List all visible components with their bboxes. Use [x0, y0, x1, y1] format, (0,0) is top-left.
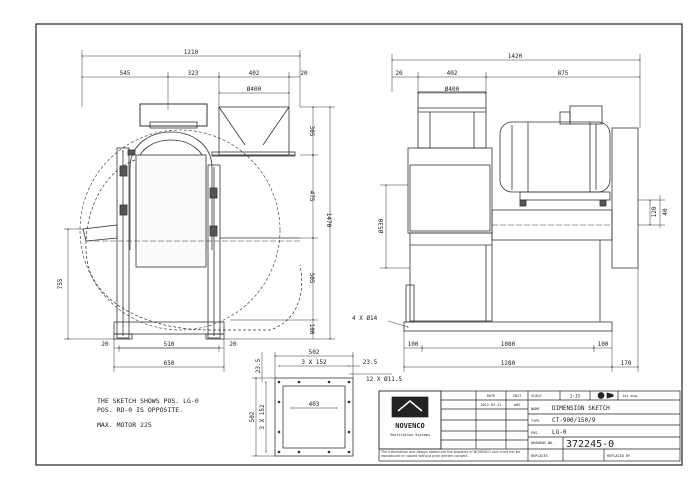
- note-sketch-position: THE SKETCH SHOWS POS. LG-0: [97, 397, 199, 405]
- rev-cell-init-value: AHS: [514, 403, 520, 407]
- company-subtitle: Ventilation Systems: [390, 433, 430, 437]
- dim-front-bottom-100-left: 100: [408, 341, 419, 348]
- projection-symbol-label: 1st ang.: [622, 394, 639, 398]
- name-label: NAME: [531, 407, 539, 411]
- dim-front-right-40: 40: [662, 208, 669, 216]
- dim-front-170: 170: [621, 360, 632, 367]
- fan-position: LG-0: [552, 429, 567, 436]
- dim-right-475: 475: [308, 191, 315, 202]
- dim-flange-edge: 23.5: [363, 359, 378, 366]
- sheet-border: [35, 23, 683, 466]
- note-opposite-position: POS. RD-0 IS OPPOSITE.: [97, 406, 183, 414]
- position-label: POS.: [531, 431, 539, 435]
- rev-cell-date: DATE: [487, 394, 495, 398]
- dim-base-width: 650: [164, 360, 175, 367]
- title-block-text: NOVENCO Ventilation Systems DATE INIT 20…: [390, 394, 639, 459]
- dim-side-20: 20: [300, 70, 308, 77]
- dim-flange-edge-left: 23.5: [255, 358, 262, 373]
- dim-outlet-diameter: Ø400: [247, 86, 262, 93]
- title-block: [378, 390, 681, 462]
- dim-flange-height: 502: [249, 411, 256, 422]
- dim-overall-length: 1420: [508, 53, 523, 60]
- dim-front-bottom-1080: 1080: [501, 341, 516, 348]
- flange-detail: [252, 352, 392, 457]
- disclaimer-text: The information and design stated are th…: [381, 450, 520, 459]
- dim-flange-hole-pitch-v: 3 X 152: [259, 404, 266, 430]
- fan-type: CT-900/150/9: [552, 417, 596, 424]
- dim-side-545: 545: [120, 70, 131, 77]
- dim-right-305: 305: [308, 126, 315, 137]
- dim-front-bottom-100-right: 100: [598, 341, 609, 348]
- dim-right-505: 505: [308, 273, 315, 284]
- dim-side-323: 323: [188, 70, 199, 77]
- holes-callout: 4 X Ø14: [352, 315, 378, 322]
- dim-front-base-length: 1280: [501, 360, 516, 367]
- drawing-name: DIMENSION SKETCH: [552, 405, 610, 412]
- dim-overall-height: 1470: [325, 213, 332, 228]
- rev-cell-date-value: 2012-03-22: [480, 403, 501, 407]
- drawing-number: 372245-0: [566, 439, 614, 450]
- dim-front-875: 875: [558, 70, 569, 77]
- side-view: [64, 50, 335, 372]
- company-logo-text: NOVENCO: [395, 422, 425, 430]
- flange-holes-callout: 12 X Ø11.5: [366, 376, 403, 383]
- dim-bottom-510: 510: [164, 341, 175, 348]
- dim-overall-width: 1210: [184, 49, 199, 56]
- rev-cell-init: INIT: [513, 394, 522, 398]
- front-view-dimensions: 1420 20 402 875 Ø400 Ø530 120 40 4 X Ø14…: [352, 53, 669, 367]
- dim-flange-hole-pitch-h: 3 X 152: [301, 359, 327, 366]
- drawing-no-label: DRAWING NO.: [531, 441, 554, 445]
- dim-front-outlet-diameter: Ø400: [445, 86, 460, 93]
- dim-bottom-20-left: 20: [101, 341, 109, 348]
- dim-front-20: 20: [395, 70, 403, 77]
- dim-front-402: 402: [447, 70, 458, 77]
- dim-inlet-diameter: Ø530: [378, 218, 385, 233]
- scale-label: SCALE: [531, 394, 542, 398]
- side-view-dimensions: 1210 545 323 402 20 Ø400 305 475 1470 50…: [57, 49, 332, 367]
- dim-inlet-height: 755: [57, 278, 64, 289]
- drawing-notes: THE SKETCH SHOWS POS. LG-0 POS. RD-0 IS …: [97, 397, 199, 429]
- flange-dimensions: 502 3 X 152 23.5 23.5 3 X 152 502 403 12…: [249, 349, 403, 430]
- note-max-motor: MAX. MOTOR 225: [97, 421, 152, 429]
- dim-front-right-120: 120: [651, 206, 658, 217]
- replaced-by-label: REPLACED BY: [607, 454, 631, 458]
- front-view: [380, 54, 665, 372]
- dim-bottom-20-right: 20: [229, 341, 237, 348]
- dim-flange-inner: 403: [309, 401, 320, 408]
- type-label: TYPE: [531, 419, 539, 423]
- dim-flange-width: 502: [309, 349, 320, 356]
- dim-right-100: 100: [308, 324, 315, 335]
- scale-value: 1:15: [570, 394, 581, 400]
- dim-side-402: 402: [249, 70, 260, 77]
- replaces-label: REPLACES: [531, 454, 548, 458]
